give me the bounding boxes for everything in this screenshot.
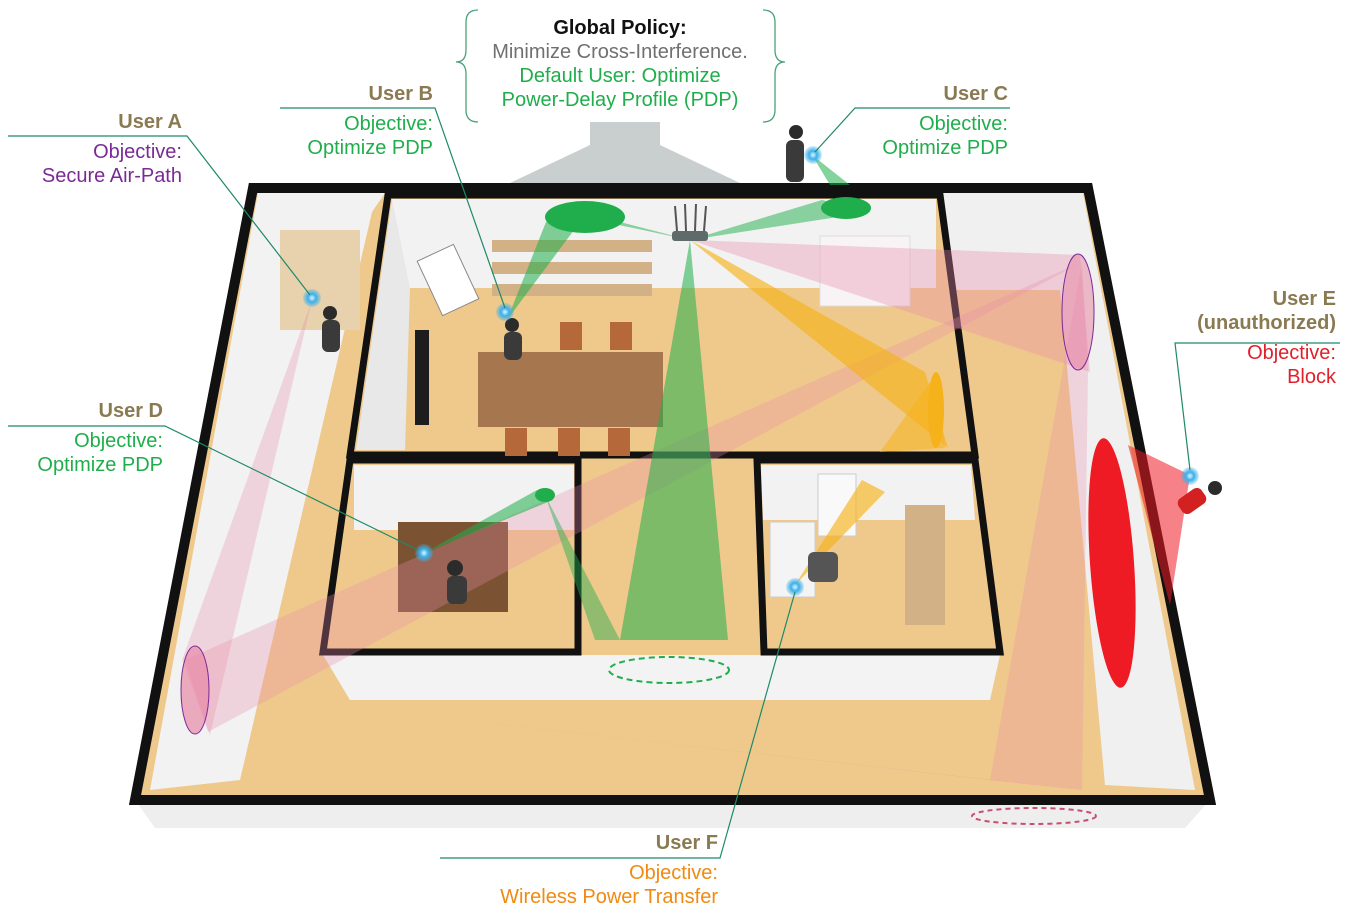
cabinet	[819, 235, 911, 307]
green-beam	[507, 222, 580, 320]
user-e-objective: Objective:	[1247, 342, 1336, 364]
pink-dashed-ring	[971, 807, 1097, 825]
user-f-name: User F	[655, 832, 718, 854]
leader-user-d	[8, 425, 419, 551]
person-user-a	[322, 306, 340, 352]
person-user-b	[504, 318, 522, 360]
policy-arrow	[510, 122, 740, 183]
device-user-e-icon	[1181, 467, 1199, 485]
orange-beam	[690, 240, 948, 448]
user-e-objective-value: Block	[1287, 366, 1336, 388]
pink-beam	[195, 690, 1082, 790]
building-base	[135, 800, 1210, 828]
pink-beam	[185, 262, 1082, 732]
pink-beam	[690, 240, 1090, 372]
pink-beam-end	[1061, 253, 1095, 371]
user-a-objective: Objective:	[93, 141, 182, 163]
user-b-name: User B	[368, 83, 433, 105]
user-e-status: (unauthorized)	[1197, 312, 1336, 334]
global-policy-line3: Power-Delay Profile (PDP)	[501, 89, 739, 111]
green-beam-end	[821, 197, 871, 219]
pink-beam-end	[180, 645, 210, 735]
global-policy-title: Global Policy:	[553, 17, 687, 39]
shelf	[492, 262, 652, 274]
green-beam	[424, 490, 553, 553]
device-user-d-icon	[415, 544, 433, 562]
user-d-objective-value: Optimize PDP	[37, 454, 163, 476]
user-b-objective-value: Optimize PDP	[307, 137, 433, 159]
user-d-name: User D	[98, 400, 163, 422]
policy-brace-left	[455, 9, 479, 123]
whiteboard	[416, 243, 480, 317]
green-beam	[812, 155, 850, 185]
global-policy-line1: Minimize Cross-Interference.	[492, 41, 748, 63]
global-policy-label: Global Policy: Minimize Cross-Interferen…	[470, 16, 770, 112]
leader-user-b	[280, 107, 506, 309]
green-beam-end	[535, 488, 555, 502]
router	[672, 203, 708, 241]
user-c-objective-value: Optimize PDP	[882, 137, 1008, 159]
leader-user-e	[1174, 342, 1340, 471]
user-b-label: User B Objective: Optimize PDP	[280, 82, 433, 160]
chair	[608, 428, 630, 456]
person-user-c	[786, 125, 804, 182]
wardrobe	[280, 230, 360, 330]
green-beam	[545, 495, 620, 640]
user-a-label: User A Objective: Secure Air-Path	[30, 110, 182, 188]
orange-beam-end	[928, 372, 944, 448]
user-c-name: User C	[943, 83, 1008, 105]
user-c-objective: Objective:	[919, 113, 1008, 135]
user-d-objective: Objective:	[74, 430, 163, 452]
meeting-left-wall	[356, 199, 410, 450]
shelf	[492, 284, 652, 296]
chair	[505, 428, 527, 456]
device-user-a-icon	[303, 289, 321, 307]
user-e-label: User E (unauthorized) Objective: Block	[1180, 287, 1336, 389]
person-user-d	[447, 560, 467, 604]
user-c-label: User C Objective: Optimize PDP	[855, 82, 1008, 160]
leader-user-a	[8, 135, 311, 296]
user-a-objective-value: Secure Air-Path	[41, 165, 182, 187]
green-beam-end	[545, 201, 625, 233]
red-beam	[1128, 445, 1190, 605]
user-f-objective-value: Wireless Power Transfer	[500, 886, 718, 908]
device-user-b-icon	[496, 303, 514, 321]
person-user-f	[808, 552, 838, 582]
user-e-name: User E	[1272, 288, 1336, 310]
global-policy-line2: Default User: Optimize	[519, 65, 721, 87]
user-d-label: User D Objective: Optimize PDP	[10, 399, 163, 477]
sofa	[905, 505, 945, 625]
meeting-table	[478, 352, 663, 427]
policy-brace-right	[762, 9, 786, 123]
device-user-c-icon	[804, 146, 822, 164]
chair	[558, 428, 580, 456]
green-dashed-ring	[608, 656, 730, 684]
user-f-label: User F Objective: Wireless Power Transfe…	[440, 831, 718, 909]
user-a-name: User A	[118, 111, 182, 133]
tv-screen	[415, 330, 429, 425]
leader-user-f	[440, 591, 796, 859]
chair	[610, 322, 632, 350]
user-f-objective: Objective:	[629, 862, 718, 884]
pink-beam	[182, 300, 312, 735]
shelf	[492, 240, 652, 252]
chair	[560, 322, 582, 350]
user-b-objective: Objective:	[344, 113, 433, 135]
red-block-surface	[1088, 438, 1136, 688]
green-beam	[620, 240, 728, 640]
pink-beam	[990, 262, 1088, 790]
front-inner-wall	[323, 655, 1000, 700]
leader-user-c	[814, 107, 1010, 153]
device-user-f-icon	[786, 578, 804, 596]
person-user-e	[1177, 481, 1222, 515]
